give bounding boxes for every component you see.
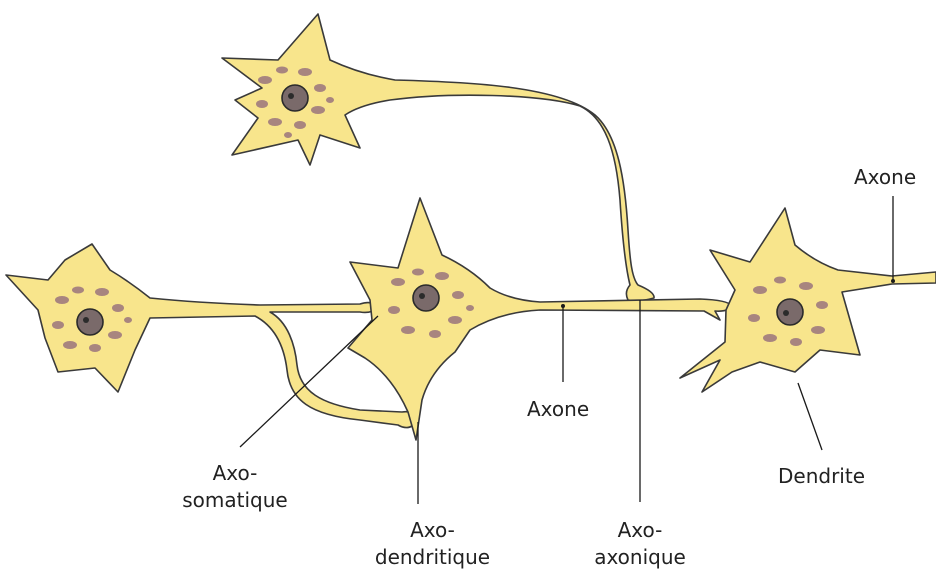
label-axo-axonique: Axo- axonique [580,517,700,571]
middle-nucleus [413,285,439,311]
left-nucleus [77,309,103,335]
label-axo-somatique: Axo- somatique [170,460,300,514]
leader-dendrite [798,383,822,450]
label-axo-somatique-line2: somatique [170,487,300,514]
label-axo-axonique-line2: axonique [580,544,700,571]
leader-axo-somatique [240,316,378,447]
label-dendrite: Dendrite [778,463,865,490]
top-nucleus [282,85,308,111]
label-axo-somatique-line1: Axo- [170,460,300,487]
label-axo-dendritique: Axo- dendritique [360,517,505,571]
label-axone-right: Axone [854,164,916,191]
right-nucleus [777,299,803,325]
label-axone-mid: Axone [527,396,589,423]
label-axo-axonique-line1: Axo- [580,517,700,544]
label-axo-dendritique-line2: dendritique [360,544,505,571]
label-axo-dendritique-line1: Axo- [360,517,505,544]
